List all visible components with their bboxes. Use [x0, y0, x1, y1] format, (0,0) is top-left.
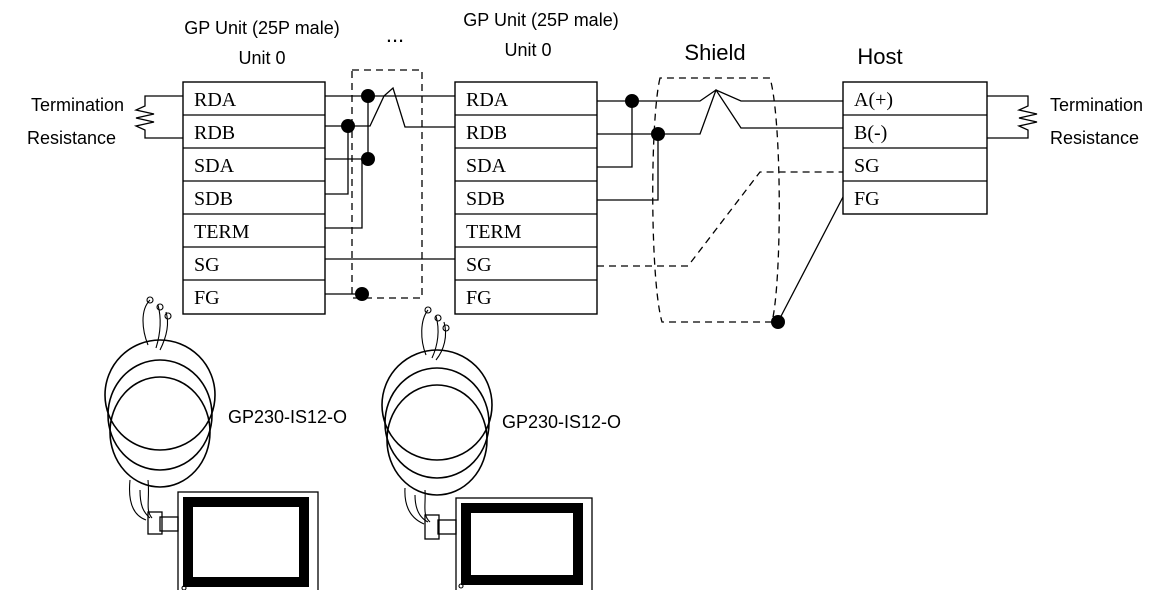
- left-termination-resistor: [133, 95, 183, 139]
- host-pin-b: B(-): [854, 122, 887, 144]
- host-connector: A(+) B(-) SG FG: [842, 81, 988, 215]
- left-termination-label-2: Resistance: [27, 128, 116, 148]
- host-pin-sg: SG: [854, 155, 880, 177]
- left-mid-wiring: [325, 69, 455, 301]
- left-cable-illustration: [104, 296, 319, 590]
- mid-cable-illustration: [381, 306, 593, 590]
- host-pin-a: A(+): [854, 89, 893, 111]
- shield-label: Shield: [684, 40, 745, 65]
- left-pin-fg: FG: [194, 287, 220, 309]
- mid-host-wiring: [597, 77, 844, 329]
- mid-pin-sda: SDA: [466, 155, 507, 177]
- mid-unit-title: GP Unit (25P male): [463, 10, 618, 30]
- left-termination-label-1: Termination: [31, 95, 124, 115]
- mid-pin-rda: RDA: [466, 89, 509, 111]
- mid-pin-sdb: SDB: [466, 188, 505, 210]
- left-gp-connector: RDA RDB SDA SDB TERM SG FG: [182, 81, 326, 315]
- left-unit-number: Unit 0: [238, 48, 285, 68]
- host-label: Host: [857, 44, 902, 69]
- mid-pin-term: TERM: [466, 221, 522, 243]
- mid-pin-sg: SG: [466, 254, 492, 276]
- left-cable-label: GP230-IS12-O: [228, 407, 347, 427]
- mid-gp-connector: RDA RDB SDA SDB TERM SG FG: [454, 81, 598, 315]
- left-pin-rdb: RDB: [194, 122, 235, 144]
- left-pin-rda: RDA: [194, 89, 237, 111]
- right-termination-label-2: Resistance: [1050, 128, 1139, 148]
- host-pin-fg: FG: [854, 188, 880, 210]
- left-pin-sda: SDA: [194, 155, 235, 177]
- mid-pin-rdb: RDB: [466, 122, 507, 144]
- left-unit-title: GP Unit (25P male): [184, 18, 339, 38]
- right-termination-resistor: [987, 95, 1038, 139]
- mid-pin-fg: FG: [466, 287, 492, 309]
- mid-cable-label: GP230-IS12-O: [502, 412, 621, 432]
- left-pin-sdb: SDB: [194, 188, 233, 210]
- right-termination-label-1: Termination: [1050, 95, 1143, 115]
- units-ellipsis: ...: [386, 22, 404, 47]
- left-pin-term: TERM: [194, 221, 250, 243]
- left-pin-sg: SG: [194, 254, 220, 276]
- mid-unit-number: Unit 0: [504, 40, 551, 60]
